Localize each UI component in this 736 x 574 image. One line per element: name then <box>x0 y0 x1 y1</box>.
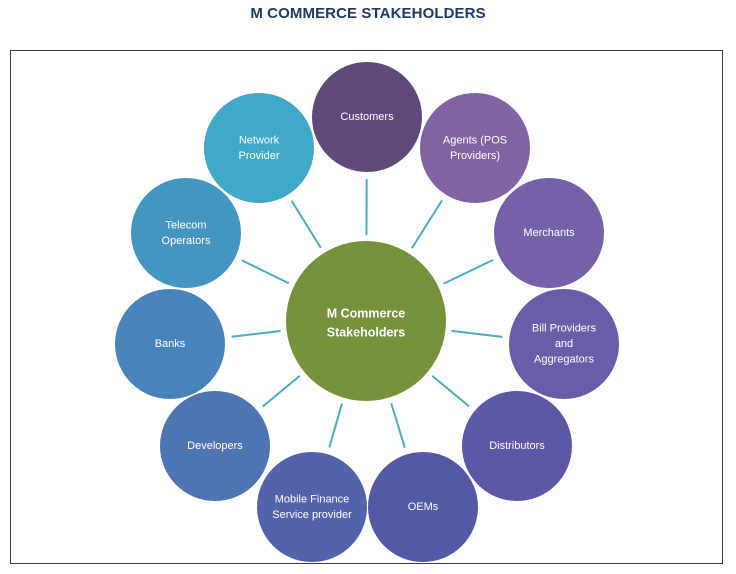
connector-banks <box>231 330 281 338</box>
node-label-line: Banks <box>155 338 186 350</box>
node-circle <box>462 391 572 501</box>
node-circle <box>494 178 604 288</box>
node-circle <box>160 391 270 501</box>
node-label-line: Telecom <box>166 219 207 231</box>
connector-oems <box>390 402 406 449</box>
node-label-line: M Commerce <box>327 307 406 321</box>
node-circle <box>312 62 422 172</box>
node-label-line: Developers <box>187 440 243 452</box>
connector-agents <box>410 199 443 249</box>
node-label-line: Stakeholders <box>327 326 406 340</box>
node-circle <box>257 452 367 562</box>
connector-network-provider <box>290 200 322 249</box>
node-label-line: and <box>555 338 573 350</box>
page-title: M COMMERCE STAKEHOLDERS <box>250 5 486 22</box>
node-label-line: Bill Providers <box>532 323 597 335</box>
center-circle <box>286 241 446 401</box>
node-circle <box>368 452 478 562</box>
node-label-line: Distributors <box>489 440 545 452</box>
node-developers: Developers <box>160 391 270 501</box>
node-circle <box>204 93 314 203</box>
node-circle <box>131 178 241 288</box>
node-label-line: Service provider <box>272 509 352 521</box>
connector-distributors <box>431 375 470 408</box>
connector-bill-providers <box>451 329 503 338</box>
node-customers: Customers <box>312 62 422 172</box>
connector-merchants <box>443 258 494 285</box>
node-label-line: Merchants <box>523 227 575 239</box>
node-label-line: Operators <box>162 235 211 247</box>
node-banks: Banks <box>115 289 225 399</box>
node-label-line: Agents (POS <box>443 134 507 146</box>
connectors <box>231 178 503 449</box>
node-label-line: Aggregators <box>534 354 594 366</box>
node-circle <box>509 289 619 399</box>
connector-developers <box>262 375 301 408</box>
node-agents: Agents (POS Providers) <box>420 93 530 203</box>
connector-telecom <box>241 259 290 285</box>
node-circle <box>115 289 225 399</box>
node-merchants: Merchants <box>494 178 604 288</box>
node-label-line: Provider <box>239 150 280 162</box>
node-label-line: Network <box>239 134 280 146</box>
node-oems: OEMs <box>368 452 478 562</box>
connector-mobile-finance <box>328 403 343 448</box>
node-label-line: OEMs <box>408 501 439 513</box>
node-distributors: Distributors <box>462 391 572 501</box>
diagram-frame <box>10 50 723 564</box>
node-label-line: Customers <box>340 111 394 123</box>
node-label-line: Mobile Finance <box>275 493 350 505</box>
node-label-line: Providers) <box>450 150 500 162</box>
node-circle <box>420 93 530 203</box>
